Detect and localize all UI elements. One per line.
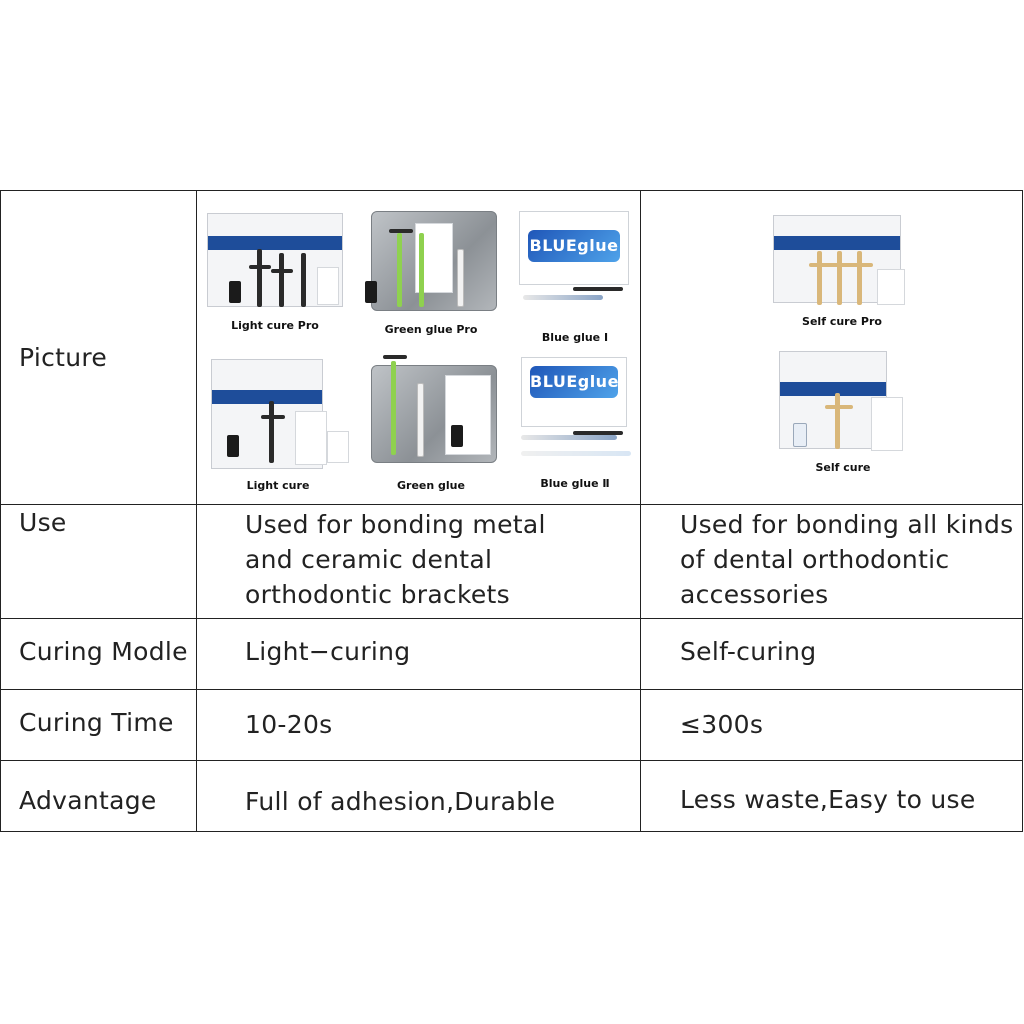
plunger-icon [809, 263, 873, 267]
green-syringe-icon [419, 233, 424, 307]
use-self-line-2: of dental orthodontic [680, 545, 950, 574]
applicator-icon [457, 249, 464, 307]
plunger-icon [389, 229, 413, 233]
package-header [780, 382, 886, 396]
package-header [774, 236, 900, 250]
caption-light-cure-pro: Light cure Pro [231, 319, 319, 332]
plunger-icon [573, 287, 623, 291]
package-header [212, 390, 322, 404]
product-light-cure: Light cure [205, 357, 351, 495]
blue-glue-logo: BLUEglue [530, 366, 618, 398]
plunger-icon [249, 265, 271, 269]
plunger-icon [271, 269, 293, 273]
gold-syringe-icon [837, 251, 842, 305]
package-box: BLUEglue [521, 357, 627, 427]
caption-blue-glue-1: Blue glue Ⅰ [541, 331, 609, 344]
applicator-icon [417, 383, 424, 457]
caption-light-cure: Light cure [246, 479, 310, 492]
syringe-icon [301, 253, 306, 307]
product-self-cure-pro: Self cure Pro [769, 213, 915, 331]
row-label-picture: Picture [19, 343, 108, 372]
product-blue-glue-2: BLUEglue Blue glue Ⅱ [513, 355, 637, 495]
use-light-line-1: Used for bonding metal [245, 510, 546, 539]
curing-mode-self: Self-curing [680, 637, 817, 666]
advantage-self: Less waste,Easy to use [680, 785, 976, 814]
bottle-icon [451, 425, 463, 447]
package-box: BLUEglue [519, 211, 629, 285]
row-divider-2 [1, 618, 1022, 619]
plunger-icon [383, 355, 407, 359]
product-self-cure: Self cure [773, 349, 913, 479]
caption-self-cure-pro: Self cure Pro [802, 315, 882, 328]
gold-syringe-icon [857, 251, 862, 305]
row-divider-4 [1, 760, 1022, 761]
row-divider-1 [1, 504, 1022, 505]
row-divider-3 [1, 689, 1022, 690]
row-label-advantage: Advantage [19, 786, 157, 815]
syringe-icon [257, 249, 262, 307]
product-blue-glue-1: BLUEglue Blue glue Ⅰ [513, 209, 637, 349]
column-divider-2 [640, 191, 641, 831]
product-green-glue: Green glue [361, 351, 501, 497]
card-icon [871, 397, 903, 451]
blue-glue-logo: BLUEglue [528, 230, 620, 262]
syringe-icon [279, 253, 284, 307]
caption-green-glue: Green glue [397, 479, 465, 492]
row-label-curing-mode: Curing Modle [19, 637, 188, 666]
syringe-icon [269, 401, 274, 463]
gold-syringe-icon [835, 393, 840, 449]
green-syringe-icon [391, 361, 396, 455]
product-light-cure-pro: Light cure Pro [205, 209, 345, 339]
card-icon [317, 267, 339, 305]
plunger-icon [825, 405, 853, 409]
row-label-curing-time: Curing Time [19, 708, 174, 737]
caption-blue-glue-2: Blue glue Ⅱ [540, 477, 610, 490]
product-green-glue-pro: Green glue Pro [361, 209, 501, 341]
syringe-icon [521, 451, 631, 456]
bottle-icon [365, 281, 377, 303]
curing-time-self: ≤300s [680, 710, 764, 739]
use-self-line-1: Used for bonding all kinds [680, 510, 1014, 539]
comparison-table: Picture Use Curing Modle Curing Time Adv… [0, 190, 1023, 832]
package-header [208, 236, 342, 250]
green-syringe-icon [397, 233, 402, 307]
curing-mode-light: Light−curing [245, 637, 411, 666]
syringe-icon [523, 295, 603, 300]
plunger-icon [261, 415, 285, 419]
bottle-icon [229, 281, 241, 303]
caption-self-cure: Self cure [815, 461, 871, 474]
bottle-icon [227, 435, 239, 457]
caption-green-glue-pro: Green glue Pro [384, 323, 478, 336]
syringe-icon [521, 435, 617, 440]
column-divider-1 [196, 191, 197, 831]
plunger-icon [573, 431, 623, 435]
use-light-line-2: and ceramic dental [245, 545, 493, 574]
use-self-line-3: accessories [680, 580, 829, 609]
card-icon [295, 411, 327, 465]
card-icon [327, 431, 349, 463]
card-icon [877, 269, 905, 305]
row-label-use: Use [19, 508, 67, 537]
gold-syringe-icon [817, 251, 822, 305]
advantage-light: Full of adhesion,Durable [245, 787, 556, 816]
bottle-icon [793, 423, 807, 447]
curing-time-light: 10-20s [245, 710, 333, 739]
use-light-line-3: orthodontic brackets [245, 580, 510, 609]
